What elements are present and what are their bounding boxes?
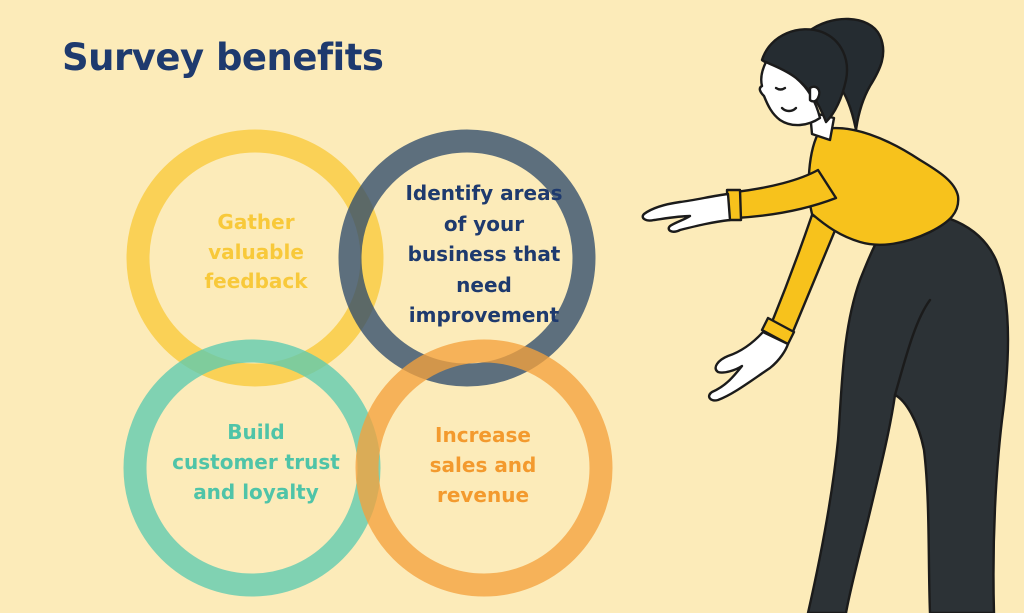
- ring-orange: [355, 339, 613, 597]
- benefit-rings: [123, 129, 613, 597]
- ring-yellow: [126, 129, 384, 387]
- eye: [774, 86, 787, 91]
- benefit-gather-feedback: Gather valuable feedback: [204, 210, 308, 293]
- smile: [780, 106, 798, 113]
- leg-crease: [893, 298, 932, 397]
- benefit-increase-sales: Increase sales and revenue: [429, 423, 537, 507]
- woman-illustration: [641, 17, 1010, 613]
- ring-navy: [338, 129, 596, 387]
- arm-lower: [770, 213, 838, 336]
- benefit-build-trust: Build customer trust and loyalty: [172, 420, 340, 504]
- face: [758, 60, 822, 127]
- hand-lower: [707, 330, 790, 402]
- page-title: Survey benefits: [62, 36, 384, 79]
- pants: [806, 212, 1010, 613]
- ear: [808, 85, 821, 103]
- hand-upper: [641, 192, 732, 233]
- sweater: [807, 126, 960, 246]
- benefit-identify-improvement: Identify areas of your business that nee…: [405, 181, 563, 327]
